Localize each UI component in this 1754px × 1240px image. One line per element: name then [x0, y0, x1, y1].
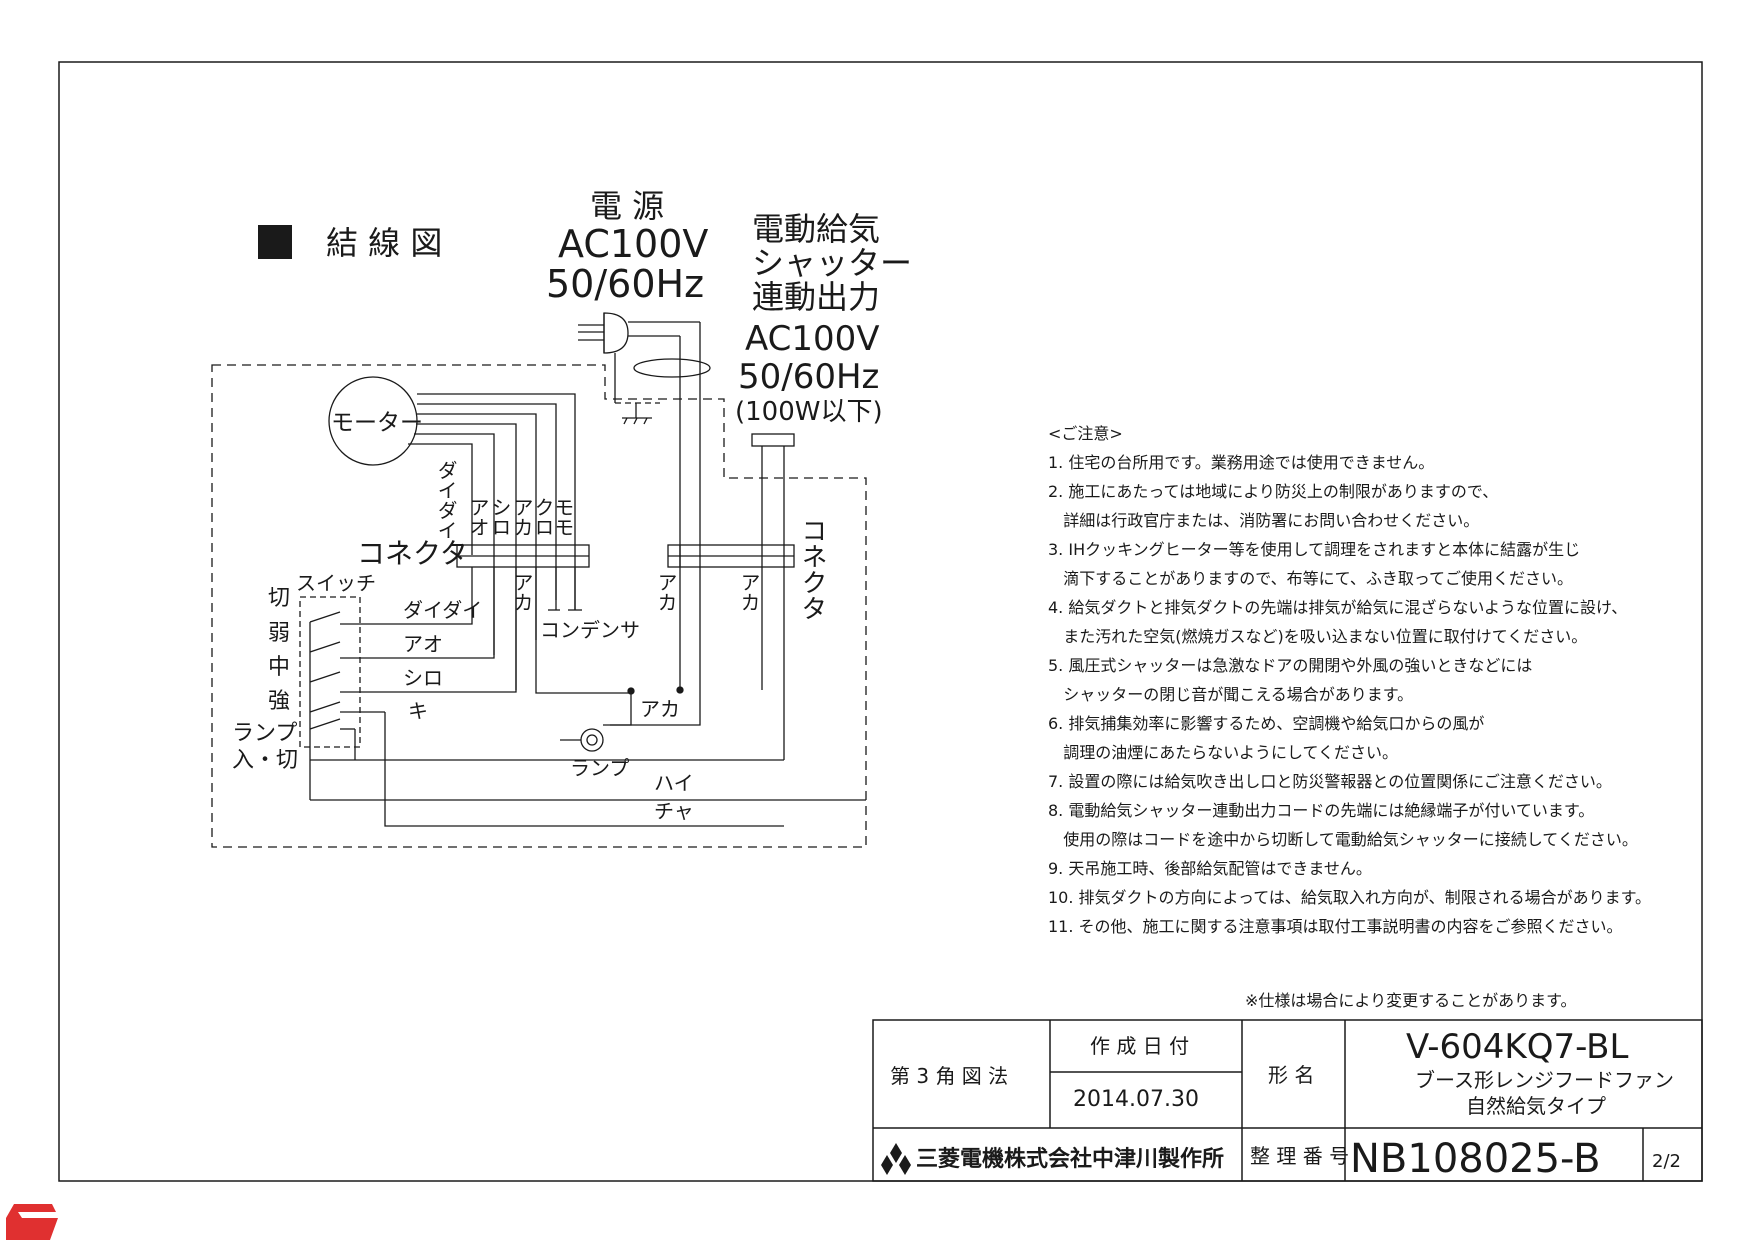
note-line: 9. 天吊施工時、後部給気配管はできません。: [1048, 859, 1372, 878]
notes-header: <ご注意>: [1048, 424, 1123, 443]
page-number: 2/2: [1652, 1151, 1681, 1172]
wire-label-kuro: クロ: [531, 497, 555, 537]
model-label: 形 名: [1268, 1063, 1314, 1087]
section-marker-square: [258, 225, 292, 259]
note-line: 6. 排気捕集効率に影響するため、空調機や給気口からの風が: [1048, 714, 1484, 733]
lamp-label: ランプ: [570, 756, 629, 780]
note-line: 滴下することがありますので、布等にて、ふき取ってご使用ください。: [1048, 569, 1573, 588]
aka-lamp-label: アカ: [640, 697, 680, 721]
projection-method: 第 3 角 図 法: [890, 1064, 1008, 1088]
diagram-labels: 結 線 図 電 源 AC100V 50/60Hz 電動給気 シャッター 連動出力…: [232, 187, 912, 823]
switch-contacts: [309, 611, 385, 800]
switch-box: [299, 596, 361, 748]
note-line: 詳細は行政官庁または、消防署にお問い合わせください。: [1048, 511, 1479, 530]
switch-pos-off: 切: [268, 586, 290, 611]
wire-left-daidai: ダイダイ: [403, 598, 482, 622]
note-line: 8. 電動給気シャッター連動出力コードの先端には絶縁端子が付いています。: [1048, 801, 1594, 820]
wire-left-ao: アオ: [403, 632, 443, 656]
corner-logo: [6, 1204, 58, 1240]
shutter-out-freq: 50/60Hz: [738, 357, 879, 397]
shutter-output-terminal: [751, 433, 795, 447]
note-line: 11. その他、施工に関する注意事項は取付工事説明書の内容をご参照ください。: [1048, 917, 1623, 936]
note-line: シャッターの閉じ音が聞こえる場合があります。: [1048, 685, 1413, 704]
wire-label-ao: アオ: [466, 497, 490, 537]
switch-pos-strong: 強: [268, 689, 290, 714]
power-plug-symbol: [578, 312, 711, 690]
wire-label-shiro: シロ: [488, 497, 512, 537]
note-line: 3. IHクッキングヒーター等を使用して調理をされますと本体に結露が生じ: [1048, 540, 1580, 559]
note-line: 7. 設置の際には給気吹き出し口と防災警報器との位置関係にご注意ください。: [1048, 772, 1612, 791]
spec-change-note: ※仕様は場合により変更することがあります。: [1245, 991, 1577, 1010]
note-line: 4. 給気ダクトと排気ダクトの先端は排気が給気に混ざらないような位置に設け、: [1048, 598, 1627, 617]
capacitor-label: コンデンサ: [540, 618, 640, 642]
model-number: V-604KQ7-BL: [1406, 1027, 1629, 1067]
note-line: 1. 住宅の台所用です。業務用途では使用できません。: [1048, 453, 1434, 472]
note-line: 使用の際はコードを途中から切断して電動給気シャッターに接続してください。: [1048, 830, 1638, 849]
switch-pos-lamp: ランプ: [232, 721, 297, 746]
wire-label-daidai: ダイダイ: [434, 460, 458, 540]
wire-left-ki: キ: [408, 699, 428, 723]
aka-below-connector: アカ: [510, 572, 534, 612]
switch-pos-onoff: 入・切: [232, 748, 298, 773]
title-block-text: 第 3 角 図 法 作 成 日 付 2014.07.30 形 名 V-604KQ…: [881, 1027, 1681, 1182]
creation-date: 2014.07.30: [1073, 1087, 1199, 1112]
product-name-line1: ブース形レンジフードファン: [1415, 1068, 1674, 1092]
product-name-line2: 自然給気タイプ: [1466, 1094, 1606, 1118]
lamp-symbol: [580, 728, 604, 752]
section-title: 結 線 図: [326, 224, 442, 262]
hai-label: ハイ: [654, 771, 694, 795]
power-freq: 50/60Hz: [546, 262, 704, 306]
motor-label: モーター: [331, 410, 423, 436]
motor-symbol: [328, 376, 418, 466]
switch-label: スイッチ: [296, 571, 376, 595]
connector-right-label: コネクタ: [797, 517, 827, 621]
shutter-out-line2: シャッター: [752, 244, 912, 282]
shutter-out-limit: (100W以下): [735, 397, 883, 427]
aka-right-2: アカ: [737, 572, 761, 612]
wire-label-momo: モモ: [551, 497, 575, 537]
title-block: [872, 1019, 1703, 1182]
power-voltage: AC100V: [558, 222, 708, 266]
wire-left-shiro: シロ: [403, 666, 443, 690]
drawing-number: NB108025-B: [1350, 1136, 1601, 1182]
wire-label-aka: アカ: [510, 497, 534, 537]
note-line: 5. 風圧式シャッターは急激なドアの開閉や外風の強いときなどには: [1048, 656, 1532, 675]
date-label: 作 成 日 付: [1090, 1034, 1189, 1058]
company-logo: [881, 1143, 911, 1175]
connector-left-label: コネクタ: [357, 537, 468, 570]
shutter-out-voltage: AC100V: [745, 319, 880, 359]
wiring-diagram: [211, 225, 867, 848]
shutter-out-line1: 電動給気: [752, 210, 880, 248]
shutter-out-line3: 連動出力: [752, 278, 880, 316]
company-name: 三菱電機株式会社中津川製作所: [916, 1146, 1224, 1172]
power-title: 電 源: [590, 187, 664, 225]
note-line: 調理の油煙にあたらないようにしてください。: [1048, 743, 1398, 762]
note-line: 2. 施工にあたっては地域により防災上の制限がありますので、: [1048, 482, 1498, 501]
note-line: また汚れた空気(燃焼ガスなど)を吸い込まない位置に取付けてください。: [1048, 627, 1587, 646]
aka-right-1: アカ: [654, 572, 678, 612]
drawing-frame: [58, 61, 1703, 1182]
notes-block: <ご注意> 1. 住宅の台所用です。業務用途では使用できません。 2. 施工にあ…: [1048, 424, 1651, 1010]
switch-pos-weak: 弱: [268, 621, 290, 646]
cha-label: チャ: [654, 799, 694, 823]
switch-pos-mid: 中: [268, 655, 290, 680]
number-label: 整 理 番 号: [1250, 1144, 1349, 1168]
note-line: 10. 排気ダクトの方向によっては、給気取入れ方向が、制限される場合があります。: [1048, 888, 1651, 907]
